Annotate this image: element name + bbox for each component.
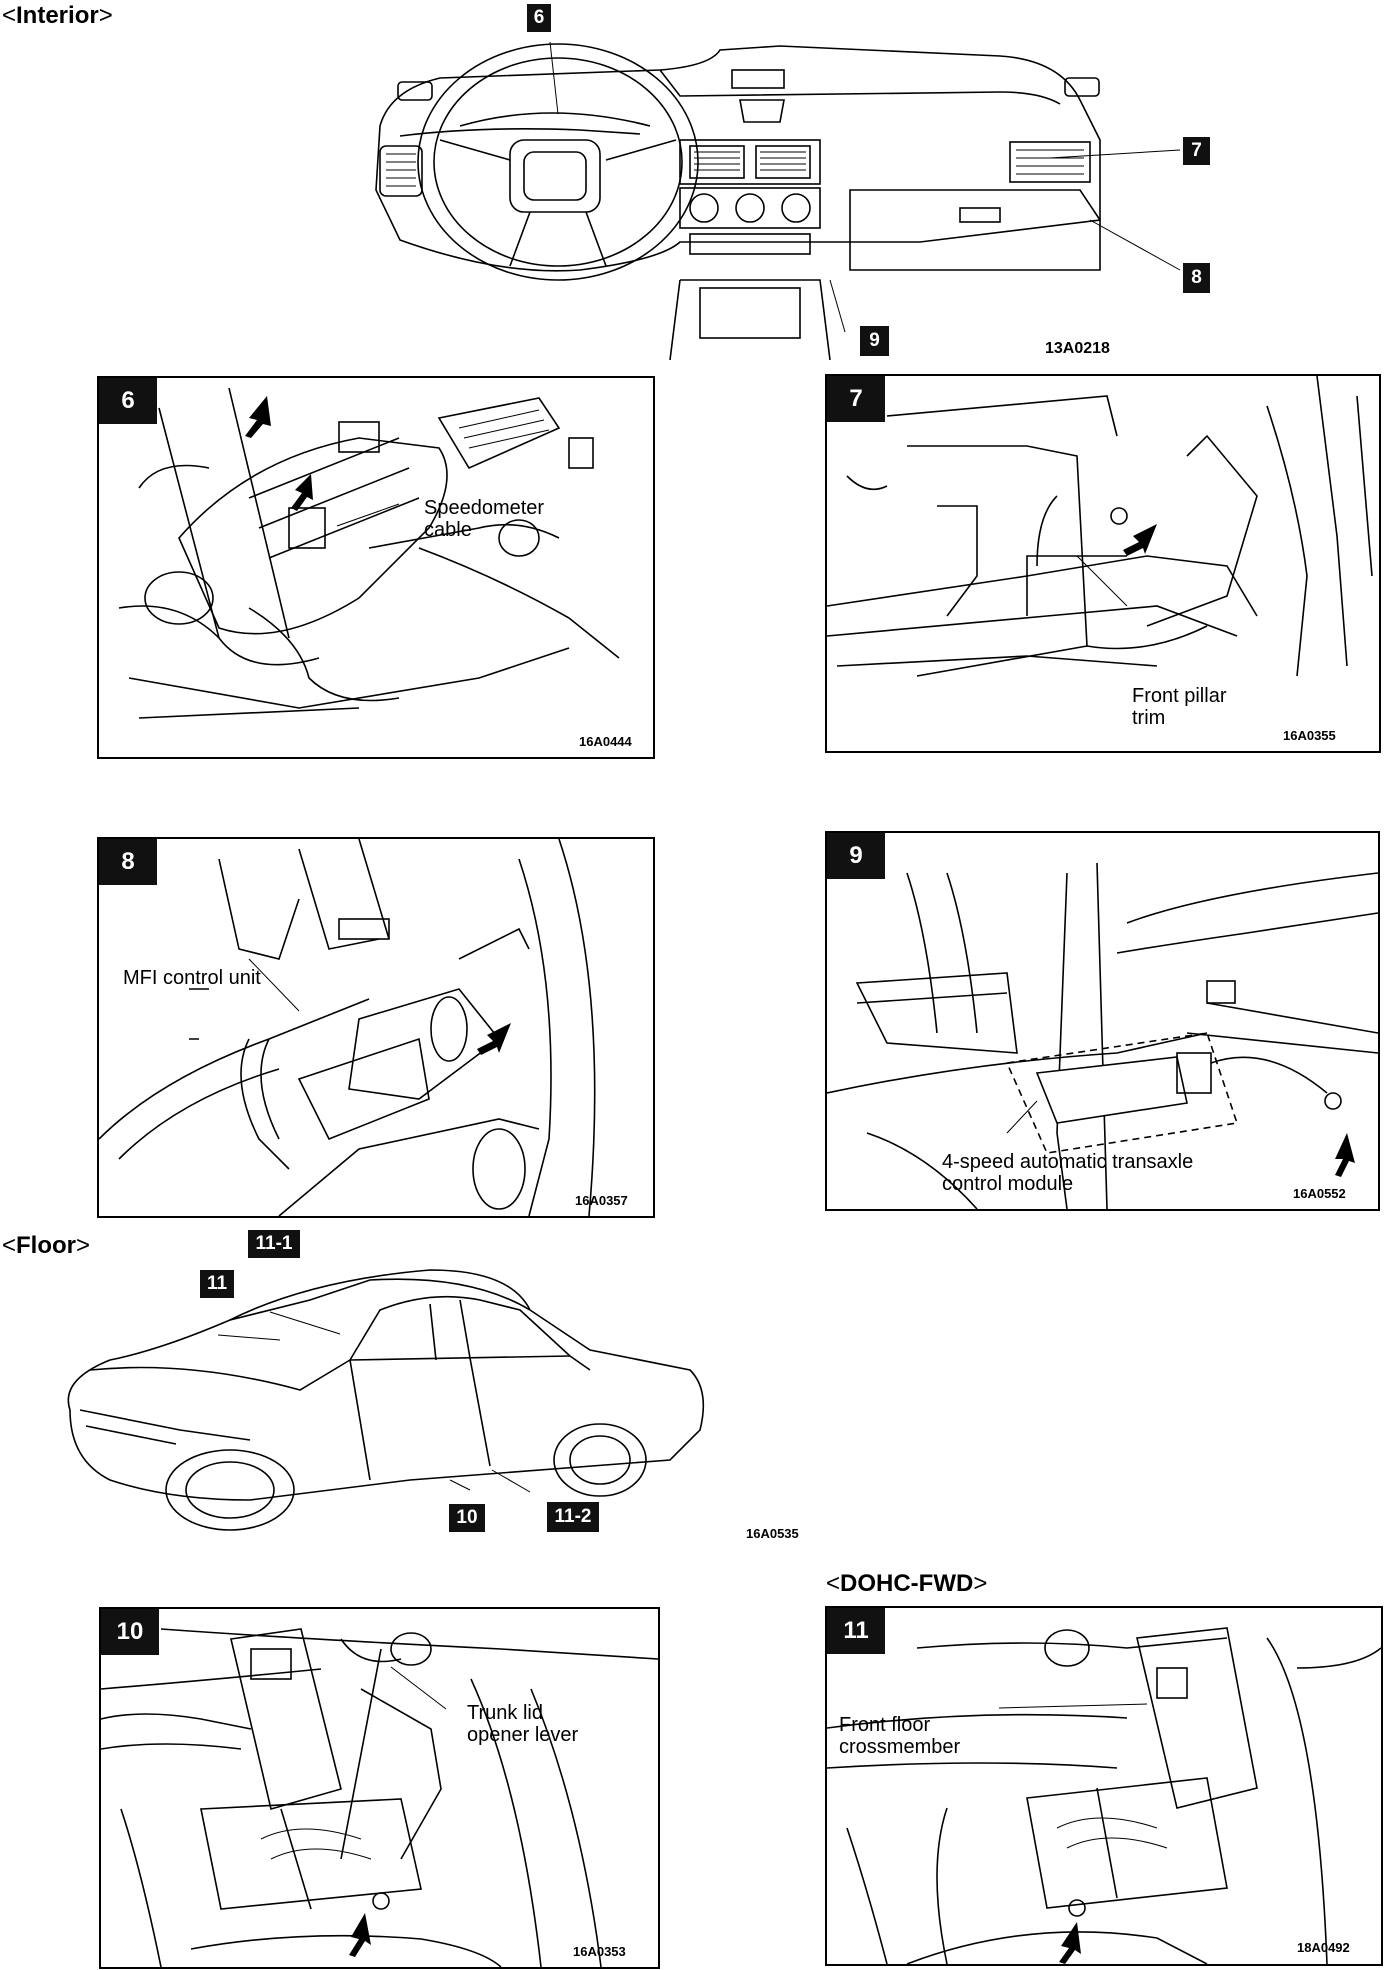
panel-9-label: 4-speed automatic transaxle control modu…	[942, 1151, 1193, 1195]
detail-panel-11: 11 Front floor crossmember 18A0492	[825, 1606, 1383, 1966]
panel-8-label: MFI control unit	[123, 967, 261, 989]
panel-9-label-line-2: control module	[942, 1173, 1074, 1195]
figure-code: 13A0218	[1045, 340, 1110, 357]
panel-8-illustration	[99, 839, 596, 1216]
panel-6-number: 6	[99, 378, 157, 424]
callout-badge-11-2: 11-2	[547, 1502, 599, 1532]
panel-11-label-line-2: crossmember	[839, 1736, 961, 1758]
panel-6-fig-code: 16A0444	[579, 734, 632, 749]
panel-6-label: Speedometer cable	[424, 497, 544, 541]
panel-11-fig-code: 18A0492	[1297, 1940, 1350, 1955]
panel-11-label: Front floor crossmember	[839, 1714, 960, 1758]
panel-11-label-line-1: Front floor	[839, 1714, 931, 1736]
floor-figure-code: 16A0535	[746, 1526, 799, 1541]
panel-10-label-line-1: Trunk lid	[467, 1702, 543, 1724]
panel-9-illustration	[827, 862, 1378, 1209]
panel-6-label-line-2: cable	[424, 519, 472, 541]
detail-panel-10: 10 Trunk lid opener lever 16A0353	[99, 1607, 660, 1969]
panel-6-illustration	[118, 387, 620, 719]
panel-10-label-line-2: opener lever	[467, 1724, 579, 1746]
panel-7-label: Front pillar trim	[1132, 685, 1226, 729]
panel-11-illustration	[827, 1627, 1381, 1964]
dohc-title-text: DOHC-FWD	[840, 1570, 974, 1597]
panel-10-fig-code: 16A0353	[573, 1944, 626, 1959]
panel-8-fig-code: 16A0357	[575, 1193, 628, 1208]
detail-panel-9: 9 4-speed automatic transaxle control mo…	[825, 831, 1380, 1211]
panel-8-label-line-1: MFI control unit	[123, 967, 261, 989]
floor-title-text: Floor	[16, 1232, 77, 1259]
panel-10-illustration	[101, 1628, 658, 1967]
detail-panel-6: 6 Speedometer cable 16A0444	[97, 376, 655, 759]
panel-9-fig-code: 16A0552	[1293, 1186, 1346, 1201]
floor-section-title: <Floor>	[2, 1232, 91, 1259]
callout-badge-7: 7	[1183, 137, 1210, 165]
callout-badge-10: 10	[449, 1504, 485, 1532]
detail-panel-7: 7 Front pillar trim 16A0355	[825, 374, 1381, 753]
dashboard-overview-drawing	[375, 41, 1181, 360]
panel-7-number: 7	[827, 376, 885, 422]
detail-panel-8: 8 MFI control unit 16A0357	[97, 837, 655, 1218]
callout-badge-11: 11	[200, 1270, 234, 1298]
panel-9-number: 9	[827, 833, 885, 879]
panel-7-fig-code: 16A0355	[1283, 728, 1336, 743]
callout-badge-9: 9	[860, 326, 889, 356]
panel-7-illustration	[827, 376, 1373, 677]
interior-title-text: Interior	[16, 2, 99, 29]
callout-badge-11-1: 11-1	[248, 1230, 300, 1258]
panel-10-label: Trunk lid opener lever	[467, 1702, 578, 1746]
car-overview-drawing	[67, 1269, 705, 1531]
panel-9-label-line-1: 4-speed automatic transaxle	[942, 1151, 1194, 1173]
panel-7-label-line-2: trim	[1132, 707, 1166, 729]
panel-7-label-line-1: Front pillar	[1132, 685, 1227, 707]
panel-6-label-line-1: Speedometer	[424, 497, 545, 519]
dohc-section-title: <DOHC-FWD>	[826, 1570, 988, 1597]
panel-10-number: 10	[101, 1609, 159, 1655]
callout-badge-8: 8	[1183, 263, 1210, 293]
panel-11-number: 11	[827, 1608, 885, 1654]
interior-section-title: <Interior>	[2, 2, 113, 29]
panel-8-number: 8	[99, 839, 157, 885]
callout-badge-6: 6	[527, 4, 551, 32]
